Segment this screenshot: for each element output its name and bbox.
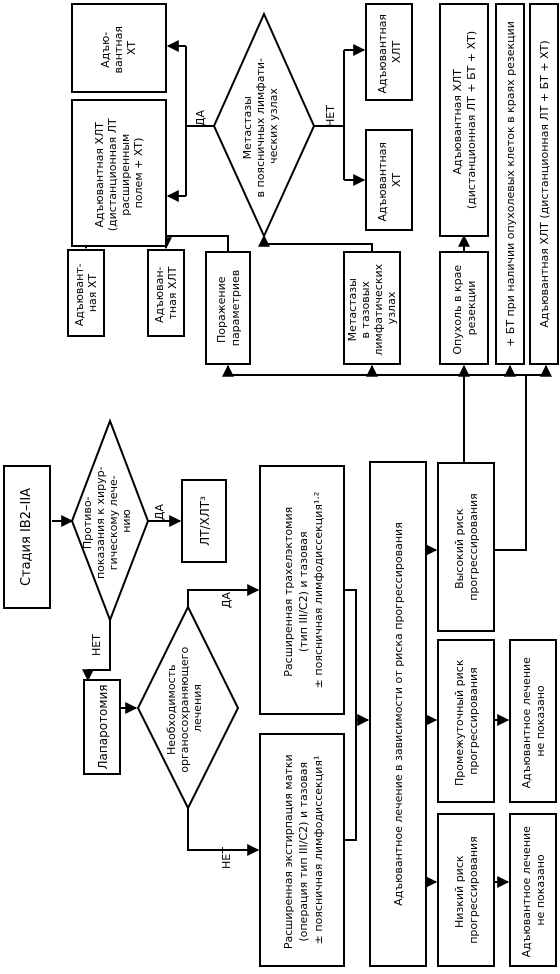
high-risk-box: Высокий риск прогрессирования — [437, 462, 495, 632]
adj-chemo-short-text: Адъювант- ная ХТ — [73, 260, 99, 326]
lumbar-mets-text: Метастазы в поясничных лимфати- ческих у… — [241, 55, 280, 198]
not-indicated-box-mid: Адъювантное лечение не показано — [509, 639, 557, 803]
margin-box: Опухоль в крае резекции — [439, 251, 489, 365]
lumbar-yes-label: ДА — [194, 109, 207, 126]
organ-saving-no-label: НЕТ — [220, 847, 233, 869]
adj-chemo-short-box: Адъювант- ная ХТ — [67, 249, 105, 337]
adj-xlt-extended-box: Адъювантная ХЛТ (дистанционная ЛТ расшир… — [71, 99, 167, 247]
start-label: Стадия IB2–IIA — [19, 488, 34, 586]
low-risk-text: Низкий риск прогрессирования — [453, 836, 480, 944]
adj-chemoradio-short-box: Адъюван- тная ХЛТ — [147, 249, 185, 337]
pelvic-mets-box: Метастазы в тазовых лимфатических узлах — [343, 251, 401, 365]
lt-xlt-label: ЛТ/ХЛТ³ — [198, 496, 212, 546]
bt-note-box: + БТ при наличии опухолевых клеток в кра… — [495, 3, 525, 365]
margin-text: Опухоль в крае резекции — [451, 261, 478, 354]
not-indicated-text-mid: Адъювантное лечение не показано — [520, 654, 547, 789]
trachelectomy-text: Расширенная трахелэктомия (тип III/C2) и… — [282, 492, 325, 689]
adj-xlt-remote-text: Адъювантная ХЛТ (дистанционная ЛТ + БТ +… — [451, 31, 478, 209]
parametria-text: Поражение параметриев — [215, 270, 242, 347]
laparotomy-box: Лапаротомия — [83, 679, 121, 775]
adj-xlt-extended-text: Адъювантная ХЛТ (дистанционная ЛТ расшир… — [93, 115, 145, 232]
mid-risk-box: Промежуточный риск прогрессирования — [437, 639, 495, 803]
mid-risk-text: Промежуточный риск прогрессирования — [453, 656, 480, 786]
trachelectomy-box: Расширенная трахелэктомия (тип III/C2) и… — [259, 465, 345, 715]
adj-xlt-final-box: Адъювантная ХЛТ (дистанционная ЛТ + БТ +… — [529, 3, 559, 365]
parametria-box: Поражение параметриев — [205, 251, 251, 365]
laparotomy-label: Лапаротомия — [96, 685, 110, 770]
adj-ht-top-box: Адъю- вантная ХТ — [71, 3, 167, 93]
contraindications-diamond: Противо- показания к хирур- гическому ле… — [70, 418, 150, 623]
start-box: Стадия IB2–IIA — [3, 465, 51, 609]
bt-note-text: + БТ при наличии опухолевых клеток в кра… — [504, 21, 517, 347]
hysterectomy-box: Расширенная экстирпация матки (операция … — [259, 733, 345, 967]
organ-saving-diamond: Необходимость органосохраняющего лечения — [136, 604, 240, 811]
adj-xlt-final-text: Адъювантная ХЛТ (дистанционная ЛТ + БТ +… — [538, 40, 551, 327]
adj-ht-right-box: Адъювантная ХТ — [365, 129, 413, 231]
adj-xlt-right-text: Адъювантная ХЛТ — [376, 10, 403, 93]
adj-ht-top-text: Адъю- вантная ХТ — [99, 23, 138, 74]
lt-xlt-box: ЛТ/ХЛТ³ — [181, 479, 227, 563]
adjuvant-by-risk-box: Адъювантное лечение в зависимости от рис… — [369, 461, 427, 967]
contraindications-no-label: НЕТ — [90, 634, 103, 656]
low-risk-box: Низкий риск прогрессирования — [437, 813, 495, 967]
adj-xlt-right-box: Адъювантная ХЛТ — [365, 3, 413, 101]
adj-chemoradio-short-text: Адъюван- тная ХЛТ — [153, 263, 179, 323]
adj-ht-right-text: Адъювантная ХТ — [376, 138, 403, 221]
pelvic-mets-text: Метастазы в тазовых лимфатических узлах — [346, 260, 398, 355]
contraindications-text: Противо- показания к хирур- гическому ле… — [81, 463, 133, 579]
organ-saving-yes-label: ДА — [220, 591, 233, 608]
hysterectomy-text: Расширенная экстирпация матки (операция … — [282, 751, 325, 949]
lumbar-mets-diamond: Метастазы в поясничных лимфати- ческих у… — [212, 11, 316, 239]
organ-saving-text: Необходимость органосохраняющего лечения — [165, 643, 204, 772]
not-indicated-box-low: Адъювантное лечение не показано — [509, 813, 557, 967]
high-risk-text: Высокий риск прогрессирования — [453, 493, 480, 601]
lumbar-no-label: НЕТ — [324, 105, 337, 127]
contraindications-yes-label: ДА — [153, 503, 166, 520]
adj-xlt-remote-box: Адъювантная ХЛТ (дистанционная ЛТ + БТ +… — [439, 3, 489, 237]
not-indicated-text-low: Адъювантное лечение не показано — [520, 823, 547, 958]
adjuvant-by-risk-label: Адъювантное лечение в зависимости от рис… — [392, 522, 405, 906]
